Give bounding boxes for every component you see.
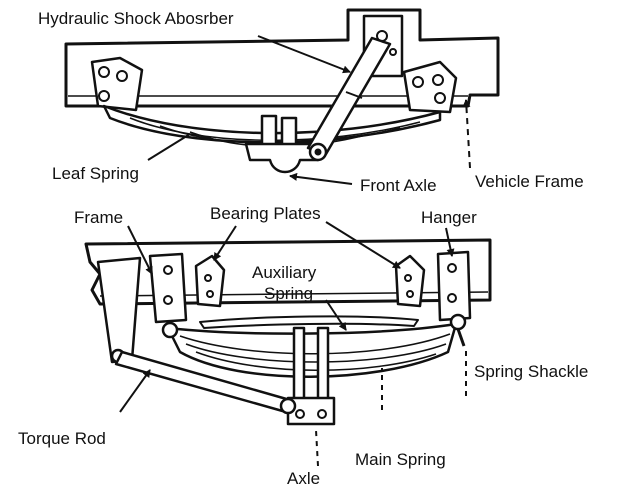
torque-rod-bracket bbox=[96, 256, 142, 364]
front-axle-beam bbox=[244, 142, 322, 174]
rear-right-hanger bbox=[436, 250, 472, 322]
label-main-spring: Main Spring bbox=[355, 450, 446, 469]
top-leader-lines bbox=[147, 35, 471, 185]
main-spring-pack bbox=[166, 322, 458, 378]
label-vehicle-frame: Vehicle Frame bbox=[475, 172, 584, 191]
aux-spring-leader bbox=[325, 299, 347, 331]
label-auxiliary-line2: Spring bbox=[264, 284, 314, 303]
frame-leader bbox=[127, 225, 153, 275]
label-front-axle: Front Axle bbox=[360, 176, 437, 195]
label-auxiliary-line1: Auxiliary bbox=[252, 263, 317, 282]
rear-hanger bbox=[402, 60, 458, 114]
bearing-leader-right bbox=[325, 221, 401, 269]
label-bearing-plates: Bearing Plates bbox=[210, 204, 321, 223]
label-hanger: Hanger bbox=[421, 208, 477, 227]
bottom-leader-lines bbox=[119, 221, 467, 467]
bearing-leader-left bbox=[213, 225, 237, 261]
shock-leader bbox=[257, 35, 351, 74]
label-spring-shackle: Spring Shackle bbox=[474, 362, 589, 381]
label-axle: Axle bbox=[287, 469, 321, 488]
front-axle-leader bbox=[289, 172, 353, 185]
rear-suspension-illustration bbox=[84, 238, 492, 426]
axle-leader bbox=[315, 429, 319, 467]
rear-left-hanger bbox=[148, 252, 188, 324]
rear-frame-rail bbox=[84, 238, 492, 306]
vehicle-frame-leader bbox=[462, 99, 471, 169]
label-hydraulic-shock-absorber: Hydraulic Shock Abosrber bbox=[38, 9, 234, 28]
torque-rod-leader bbox=[119, 369, 151, 413]
hanger-leader bbox=[445, 227, 455, 257]
label-frame: Frame bbox=[74, 208, 124, 227]
auxiliary-spring bbox=[199, 315, 419, 329]
leaf-spring-leader bbox=[147, 133, 191, 161]
label-leaf-spring: Leaf Spring bbox=[52, 164, 139, 183]
label-torque-rod: Torque Rod bbox=[18, 429, 106, 448]
front-suspension-illustration bbox=[64, 8, 500, 174]
front-hanger bbox=[90, 56, 144, 112]
